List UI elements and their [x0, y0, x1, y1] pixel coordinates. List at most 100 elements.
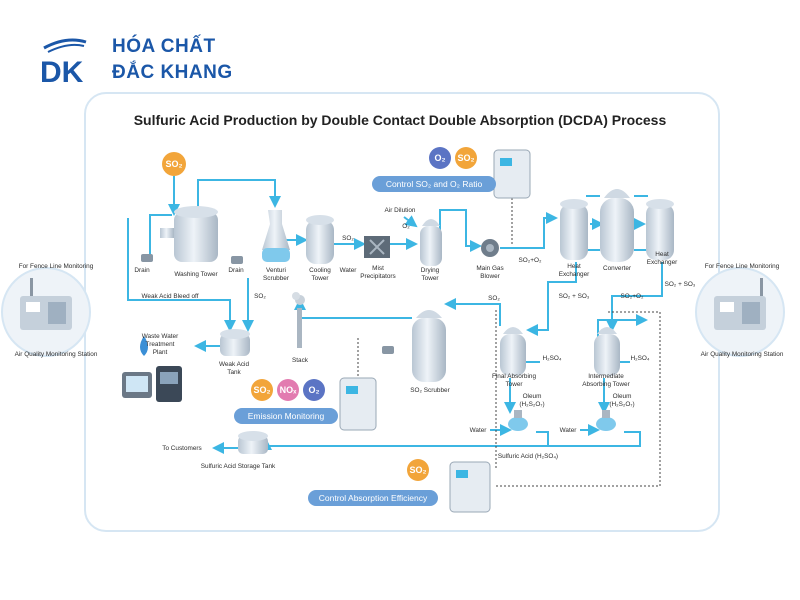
label-so2-so3-right: SO₂ + SO₃ — [665, 281, 696, 288]
svg-text:SO₂: SO₂ — [409, 465, 426, 475]
label-so2-scrubber: SO₂ Scrubber — [410, 387, 450, 394]
sulfuric-acid-storage-tank — [238, 431, 268, 454]
badge-em-nox: NOₓ — [277, 379, 299, 401]
label-station-left: Air Quality Monitoring Station — [15, 351, 98, 358]
svg-text:SO₂: SO₂ — [253, 385, 270, 395]
label-cooling-2: Tower — [311, 275, 329, 282]
svg-text:O₂: O₂ — [435, 153, 446, 163]
logo-mark: DK — [40, 56, 84, 86]
main-gas-blower — [481, 239, 499, 257]
label-final-abs-1: Final Absorbing — [492, 373, 536, 380]
label-storage-tank: Sulfuric Acid Storage Tank — [201, 463, 276, 470]
svg-text:SO₂: SO₂ — [165, 159, 182, 169]
label-air-dilution: Air Dilution — [385, 207, 416, 214]
pipe-weak-acid-bleed — [127, 218, 236, 332]
label-waste-water-1: Waste Water — [142, 333, 179, 340]
label-h2so4-int: H₂SO₄ — [631, 355, 650, 362]
label-so2-o2: SO₂+O₂ — [519, 257, 542, 264]
diagram-labels: Drain Washing Tower Drain Venturi Scrubb… — [15, 207, 784, 470]
label-fence-left: For Fence Line Monitoring — [19, 263, 94, 270]
air-quality-station-right — [695, 267, 785, 357]
pill-control-ratio: Control SO₂ and O₂ Ratio — [372, 176, 496, 192]
pipe-hx-to-intermediate — [606, 262, 663, 332]
svg-text:SO₂: SO₂ — [457, 153, 474, 163]
weak-acid-tank — [220, 329, 250, 356]
label-station-right: Air Quality Monitoring Station — [701, 351, 784, 358]
dk-logo-icon: DK — [40, 38, 87, 86]
label-hx-left-2: Exchanger — [559, 271, 590, 278]
pipe-scrubber-to-stack — [294, 298, 412, 319]
badge-abs-so2: SO₂ — [407, 459, 429, 481]
label-water-mist: Water — [340, 267, 358, 274]
pill-emission: Emission Monitoring — [234, 408, 338, 424]
label-water-left: Water — [470, 427, 488, 434]
label-waste-water-3: Plant — [153, 349, 168, 356]
venturi-scrubber — [262, 210, 290, 262]
analyzer-cabinet-absorption — [449, 461, 491, 513]
label-fence-right: For Fence Line Monitoring — [705, 263, 780, 270]
pill-absorption: Control Absorption Efficiency — [308, 490, 438, 506]
intermediate-absorbing-tower — [594, 327, 620, 376]
pipe-air-dilution — [403, 215, 418, 228]
heat-exchanger-left — [560, 199, 588, 260]
analyzer-cabinet-ratio — [493, 149, 531, 199]
label-mist-1: Mist — [372, 265, 384, 272]
label-cooling-1: Cooling — [309, 267, 331, 274]
label-hx-left-1: Heat — [567, 263, 581, 270]
badge-so2-input: SO₂ — [162, 152, 186, 176]
pipe-blower-to-hx — [500, 212, 558, 249]
svg-text:O₂: O₂ — [309, 385, 320, 395]
label-drain-mid: Drain — [228, 267, 244, 274]
label-drying-2: Tower — [421, 275, 439, 282]
label-drying-1: Drying — [421, 267, 440, 274]
label-waste-water-2: Treatment — [146, 341, 175, 348]
analyzer-cabinet-emission — [339, 377, 377, 431]
heat-exchanger-right — [646, 199, 674, 260]
label-stack: Stack — [292, 357, 309, 364]
badge-em-o2: O₂ — [303, 379, 325, 401]
signal-absorption-b — [496, 311, 661, 487]
label-oleum-left-2: (H₂S₂O₇) — [519, 401, 544, 408]
label-weak-acid-1: Weak Acid — [219, 361, 250, 368]
so2-scrubber — [412, 310, 446, 382]
final-absorbing-tower — [500, 327, 526, 376]
oleum-mixer-right — [596, 410, 616, 431]
pipe-acid-join — [536, 431, 549, 446]
drain-pump-left — [141, 254, 153, 262]
label-int-abs-2: Absorbing Tower — [582, 381, 630, 388]
pipe-hx-to-final — [526, 262, 577, 336]
label-venturi-1: Venturi — [266, 267, 286, 274]
drain-pump-mid — [231, 256, 243, 264]
pipe-acid-to-storage — [260, 431, 641, 450]
monitor-screens-icon — [122, 366, 182, 402]
label-hx-right-1: Heat — [655, 251, 669, 258]
scrubber-pump — [382, 346, 394, 354]
pipe-final-to-scrubber — [444, 298, 501, 326]
cooling-tower — [306, 215, 334, 264]
label-washing-tower: Washing Tower — [174, 271, 218, 278]
label-so2-scrubber-top: SO₂ — [488, 295, 500, 302]
label-so2-so3-left: SO₂ + SO₃ — [559, 293, 590, 300]
label-o2-dilution: O₂ — [402, 223, 410, 230]
label-to-customers: To Customers — [162, 445, 201, 452]
badge-ctrl-o2: O₂ — [429, 147, 451, 169]
label-so2-to-tank: SO₂ — [254, 293, 266, 300]
label-weak-acid-bleed: Weak Acid Bleed off — [142, 293, 199, 300]
pipe-wash-to-venturi — [197, 179, 281, 208]
diagram-title: Sulfuric Acid Production by Double Conta… — [133, 112, 667, 128]
label-h2so4-final: H₂SO₄ — [543, 355, 562, 362]
svg-text:Control SO₂ and O₂ Ratio: Control SO₂ and O₂ Ratio — [386, 179, 483, 189]
badge-ctrl-so2: SO₂ — [455, 147, 477, 169]
washing-tower — [160, 206, 218, 262]
stack — [292, 292, 305, 348]
water-drop-icon — [140, 336, 148, 356]
badge-em-so2: SO₂ — [251, 379, 273, 401]
label-final-abs-2: Tower — [505, 381, 523, 388]
label-blower-2: Blower — [480, 273, 500, 280]
brand-line-2: ĐẮC KHANG — [112, 62, 233, 83]
mist-precipitators — [364, 236, 390, 258]
label-int-abs-1: Intermediate — [588, 373, 624, 380]
pipe-drain-left — [149, 214, 172, 258]
label-blower-1: Main Gas — [476, 265, 503, 272]
